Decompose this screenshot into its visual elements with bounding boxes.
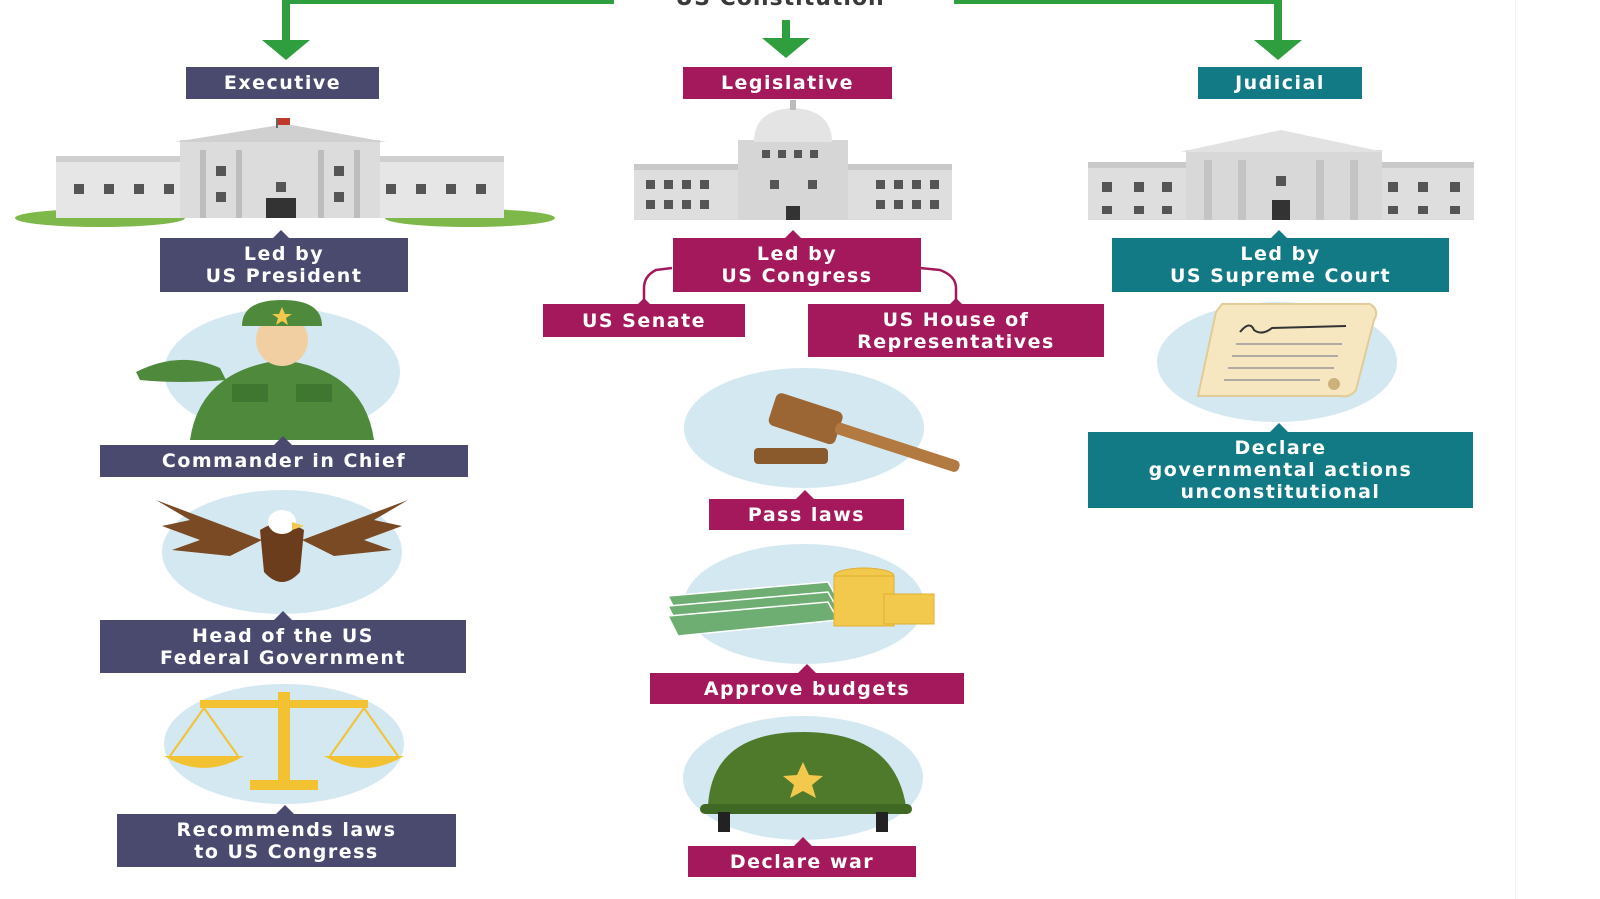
senate-label: US Senate <box>543 304 745 337</box>
approve-budgets-label: Approve budgets <box>650 673 964 704</box>
diagram-title: US Constitution <box>610 0 950 11</box>
arrow-to-executive <box>282 0 614 44</box>
judicial-heading: Judicial <box>1198 67 1362 99</box>
arrow-to-judicial <box>954 0 1282 44</box>
pass-laws-label: Pass laws <box>709 499 904 530</box>
executive-heading: Executive <box>186 67 379 99</box>
declare-war-label: Declare war <box>688 846 916 877</box>
line-to-senate <box>642 266 673 306</box>
legislative-heading: Legislative <box>683 67 892 99</box>
line-to-house <box>919 266 958 306</box>
commander-in-chief-label: Commander in Chief <box>100 445 468 477</box>
right-margin <box>1515 0 1600 899</box>
